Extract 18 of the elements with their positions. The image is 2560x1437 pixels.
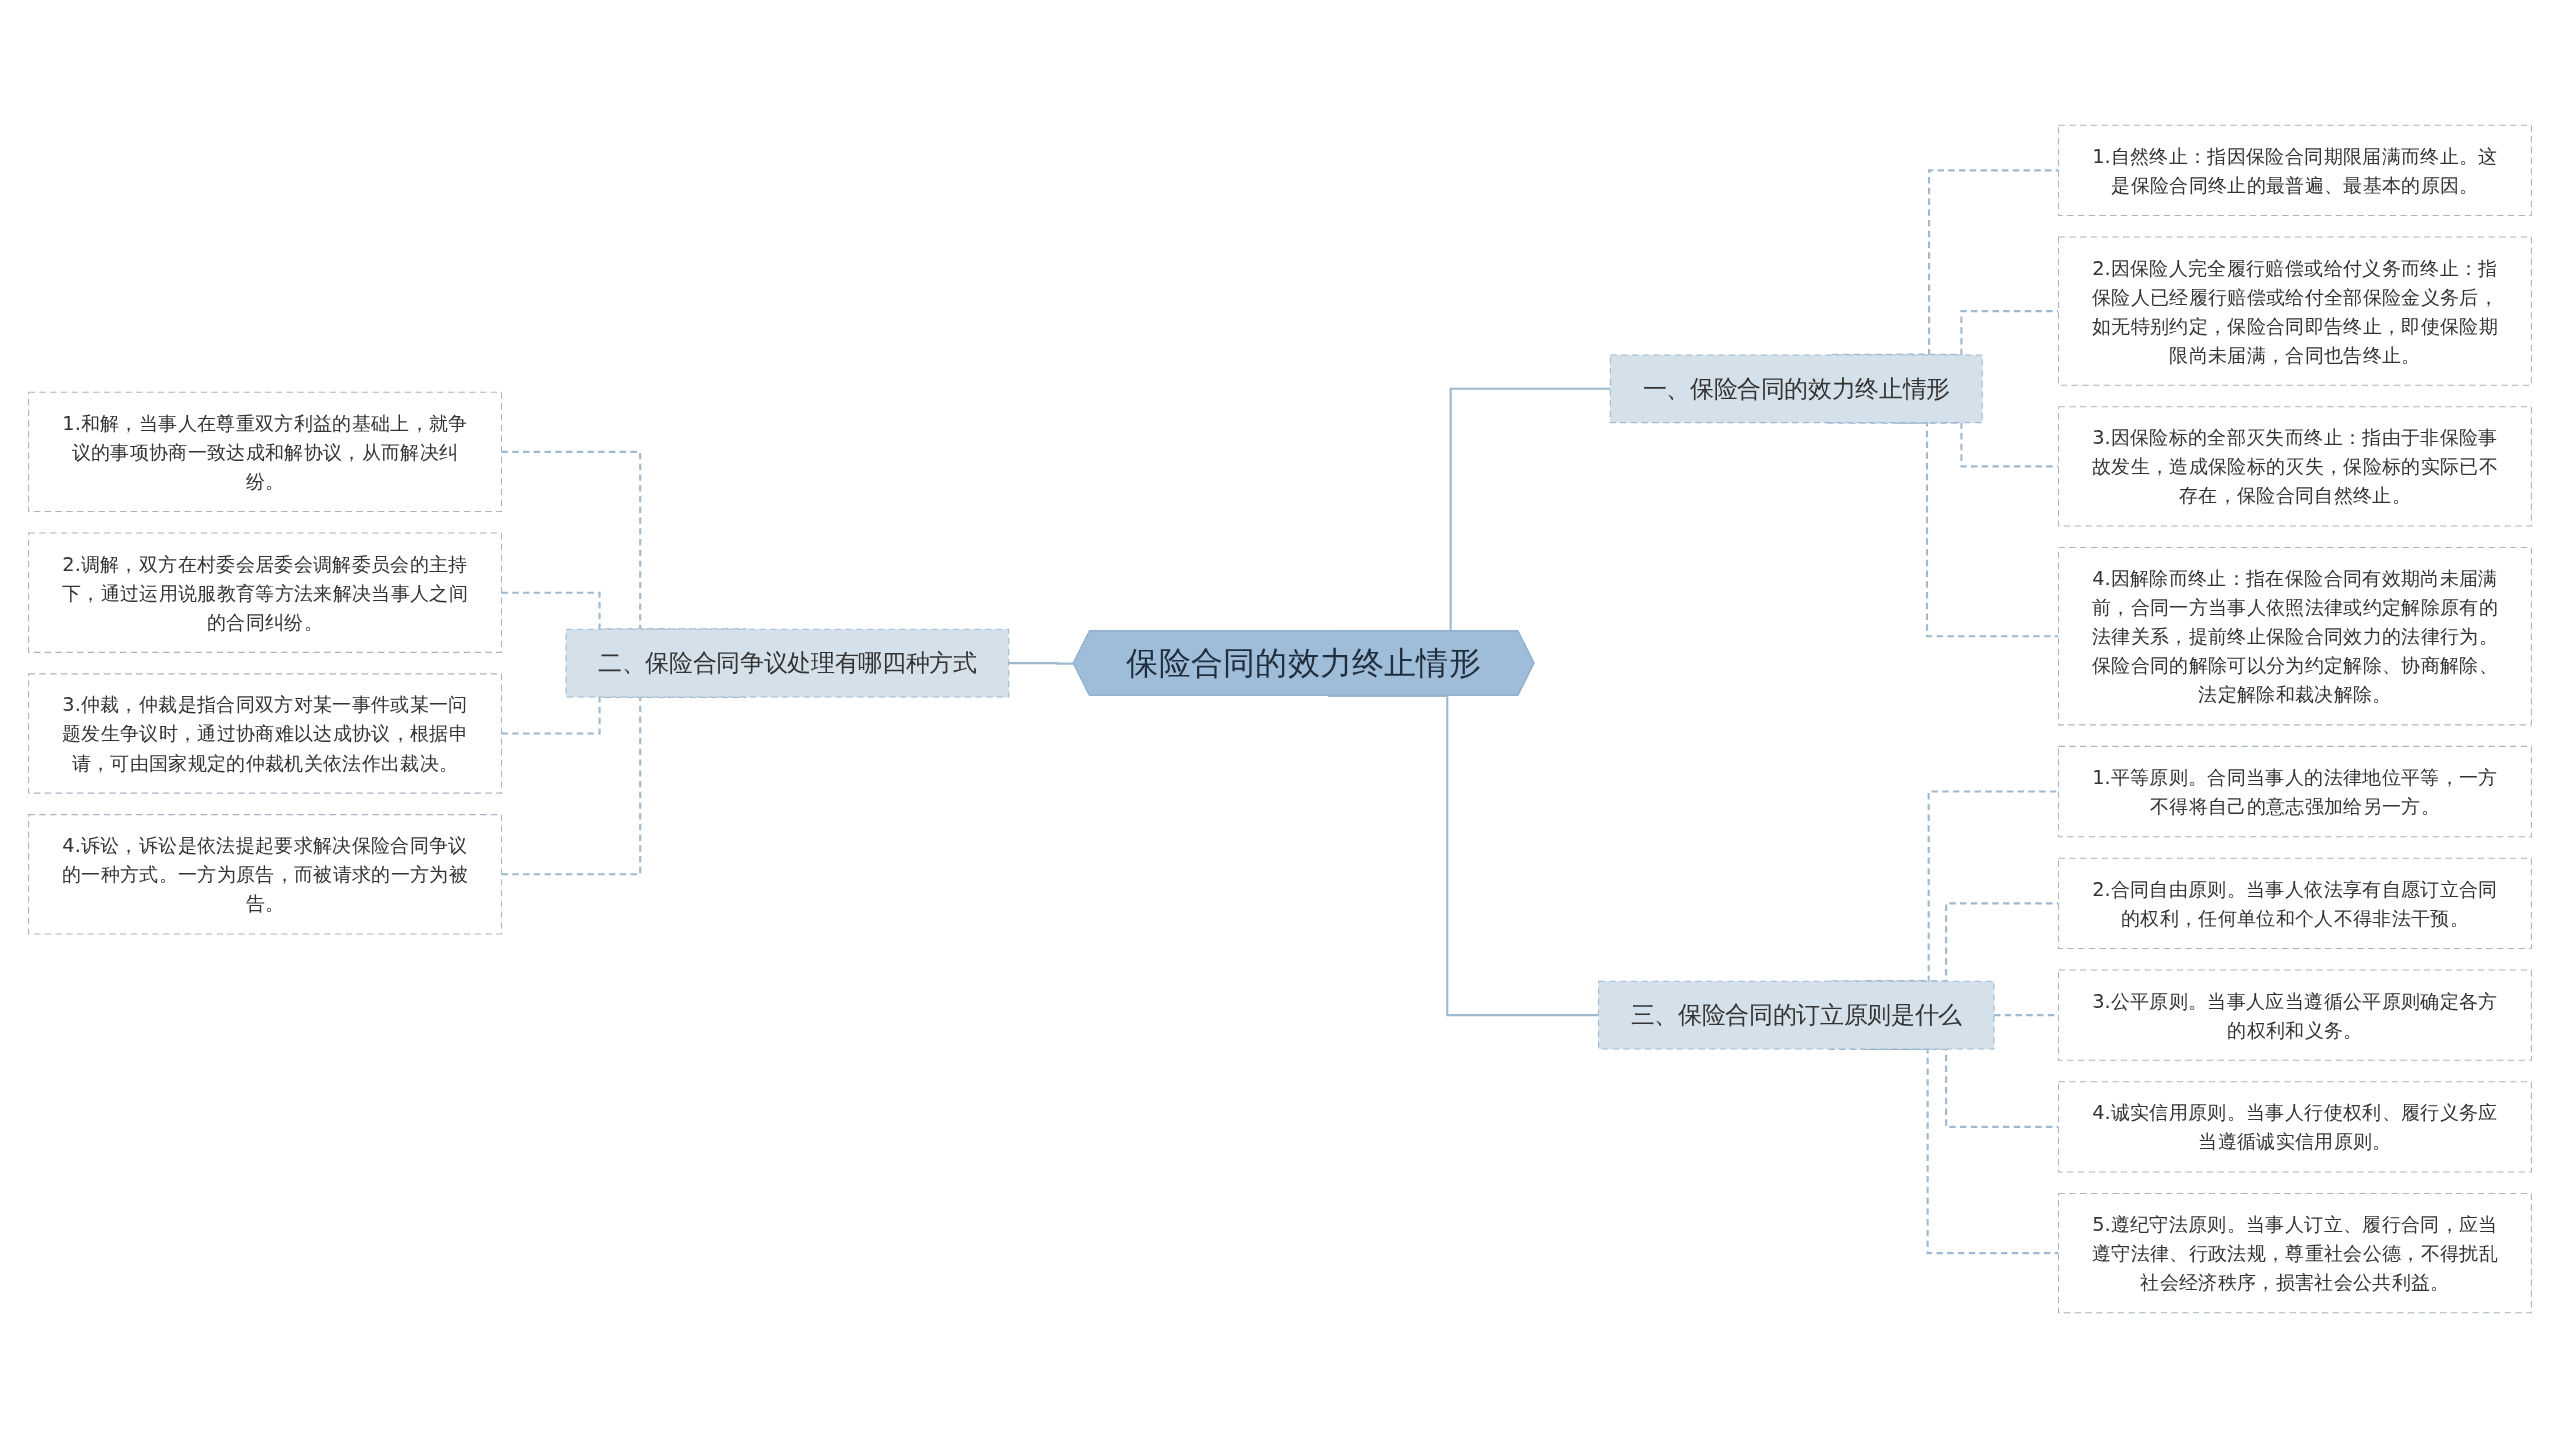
node-box: 三、保险合同的订立原则是什么 [1598,980,1995,1049]
connector [1328,694,1599,1016]
node-box: 4.诉讼，诉讼是依法提起要求解决保险合同争议的一种方式。一方为原告，而被请求的一方为被告。 [28,813,502,934]
node-box: 3.因保险标的全部灭失而终止：指由于非保险事故发生，造成保险标的灭失，保险标的实际已不存在，保险合同自然终止。 [2058,405,2532,527]
node-box: 4.因解除而终止：指在保险合同有效期尚未届满前，合同一方当事人依照法律或约定解除原有的法律关系，提前终止保险合同效力的法律行为。保险合同的解除可以分为约定解除、协商解除、法定解除和裁决解除。 [2058,546,2532,725]
node-box: 1.平等原则。合同当事人的法律地位平等，一方不得将自己的意志强加给另一方。 [2058,745,2532,837]
connector [1008,661,1074,665]
node-box: 3.仲裁，仲裁是指合同双方对某一事件或某一问题发生争议时，通过协商难以达成协议，根据申请，可由国家规定的仲裁机关依法作出裁决。 [28,672,502,794]
node-box: 一、保险合同的效力终止情形 [1609,353,1983,423]
node-box: 1.和解，当事人在尊重双方利益的基础上，就争议的事项协商一致达成和解协议，从而解决纠纷。 [28,391,502,512]
node-box: 1.自然终止：指因保险合同期限届满而终止。这是保险合同终止的最普遍、最基本的原因。 [2058,124,2532,216]
node-box: 2.调解，双方在村委会居委会调解委员会的主持下，通过运用说服教育等方法来解决当事人之间的合同纠纷。 [28,532,502,653]
node-box: 5.遵纪守法原则。当事人订立、履行合同，应当遵守法律、行政法规，尊重社会公德，不得扰乱社会经济秩序，损害社会公共利益。 [2058,1192,2532,1313]
node-box: 4.诚实信用原则。当事人行使权利、履行义务应当遵循诚实信用原则。 [2058,1080,2532,1173]
node-box: 二、保险合同争议处理有哪四种方式 [565,628,1010,697]
node-box: 2.合同自由原则。当事人依法享有自愿订立合同的权利，任何单位和个人不得非法干预。 [2058,857,2532,949]
node-box: 2.因保险人完全履行赔偿或给付义务而终止：指保险人已经履行赔偿或给付全部保险金义务后，如无特别约定，保险合同即告终止，即使保险期限尚未届满，合同也告终止。 [2058,235,2532,386]
node-box: 3.公平原则。当事人应当遵循公平原则确定各方的权利和义务。 [2058,968,2532,1061]
